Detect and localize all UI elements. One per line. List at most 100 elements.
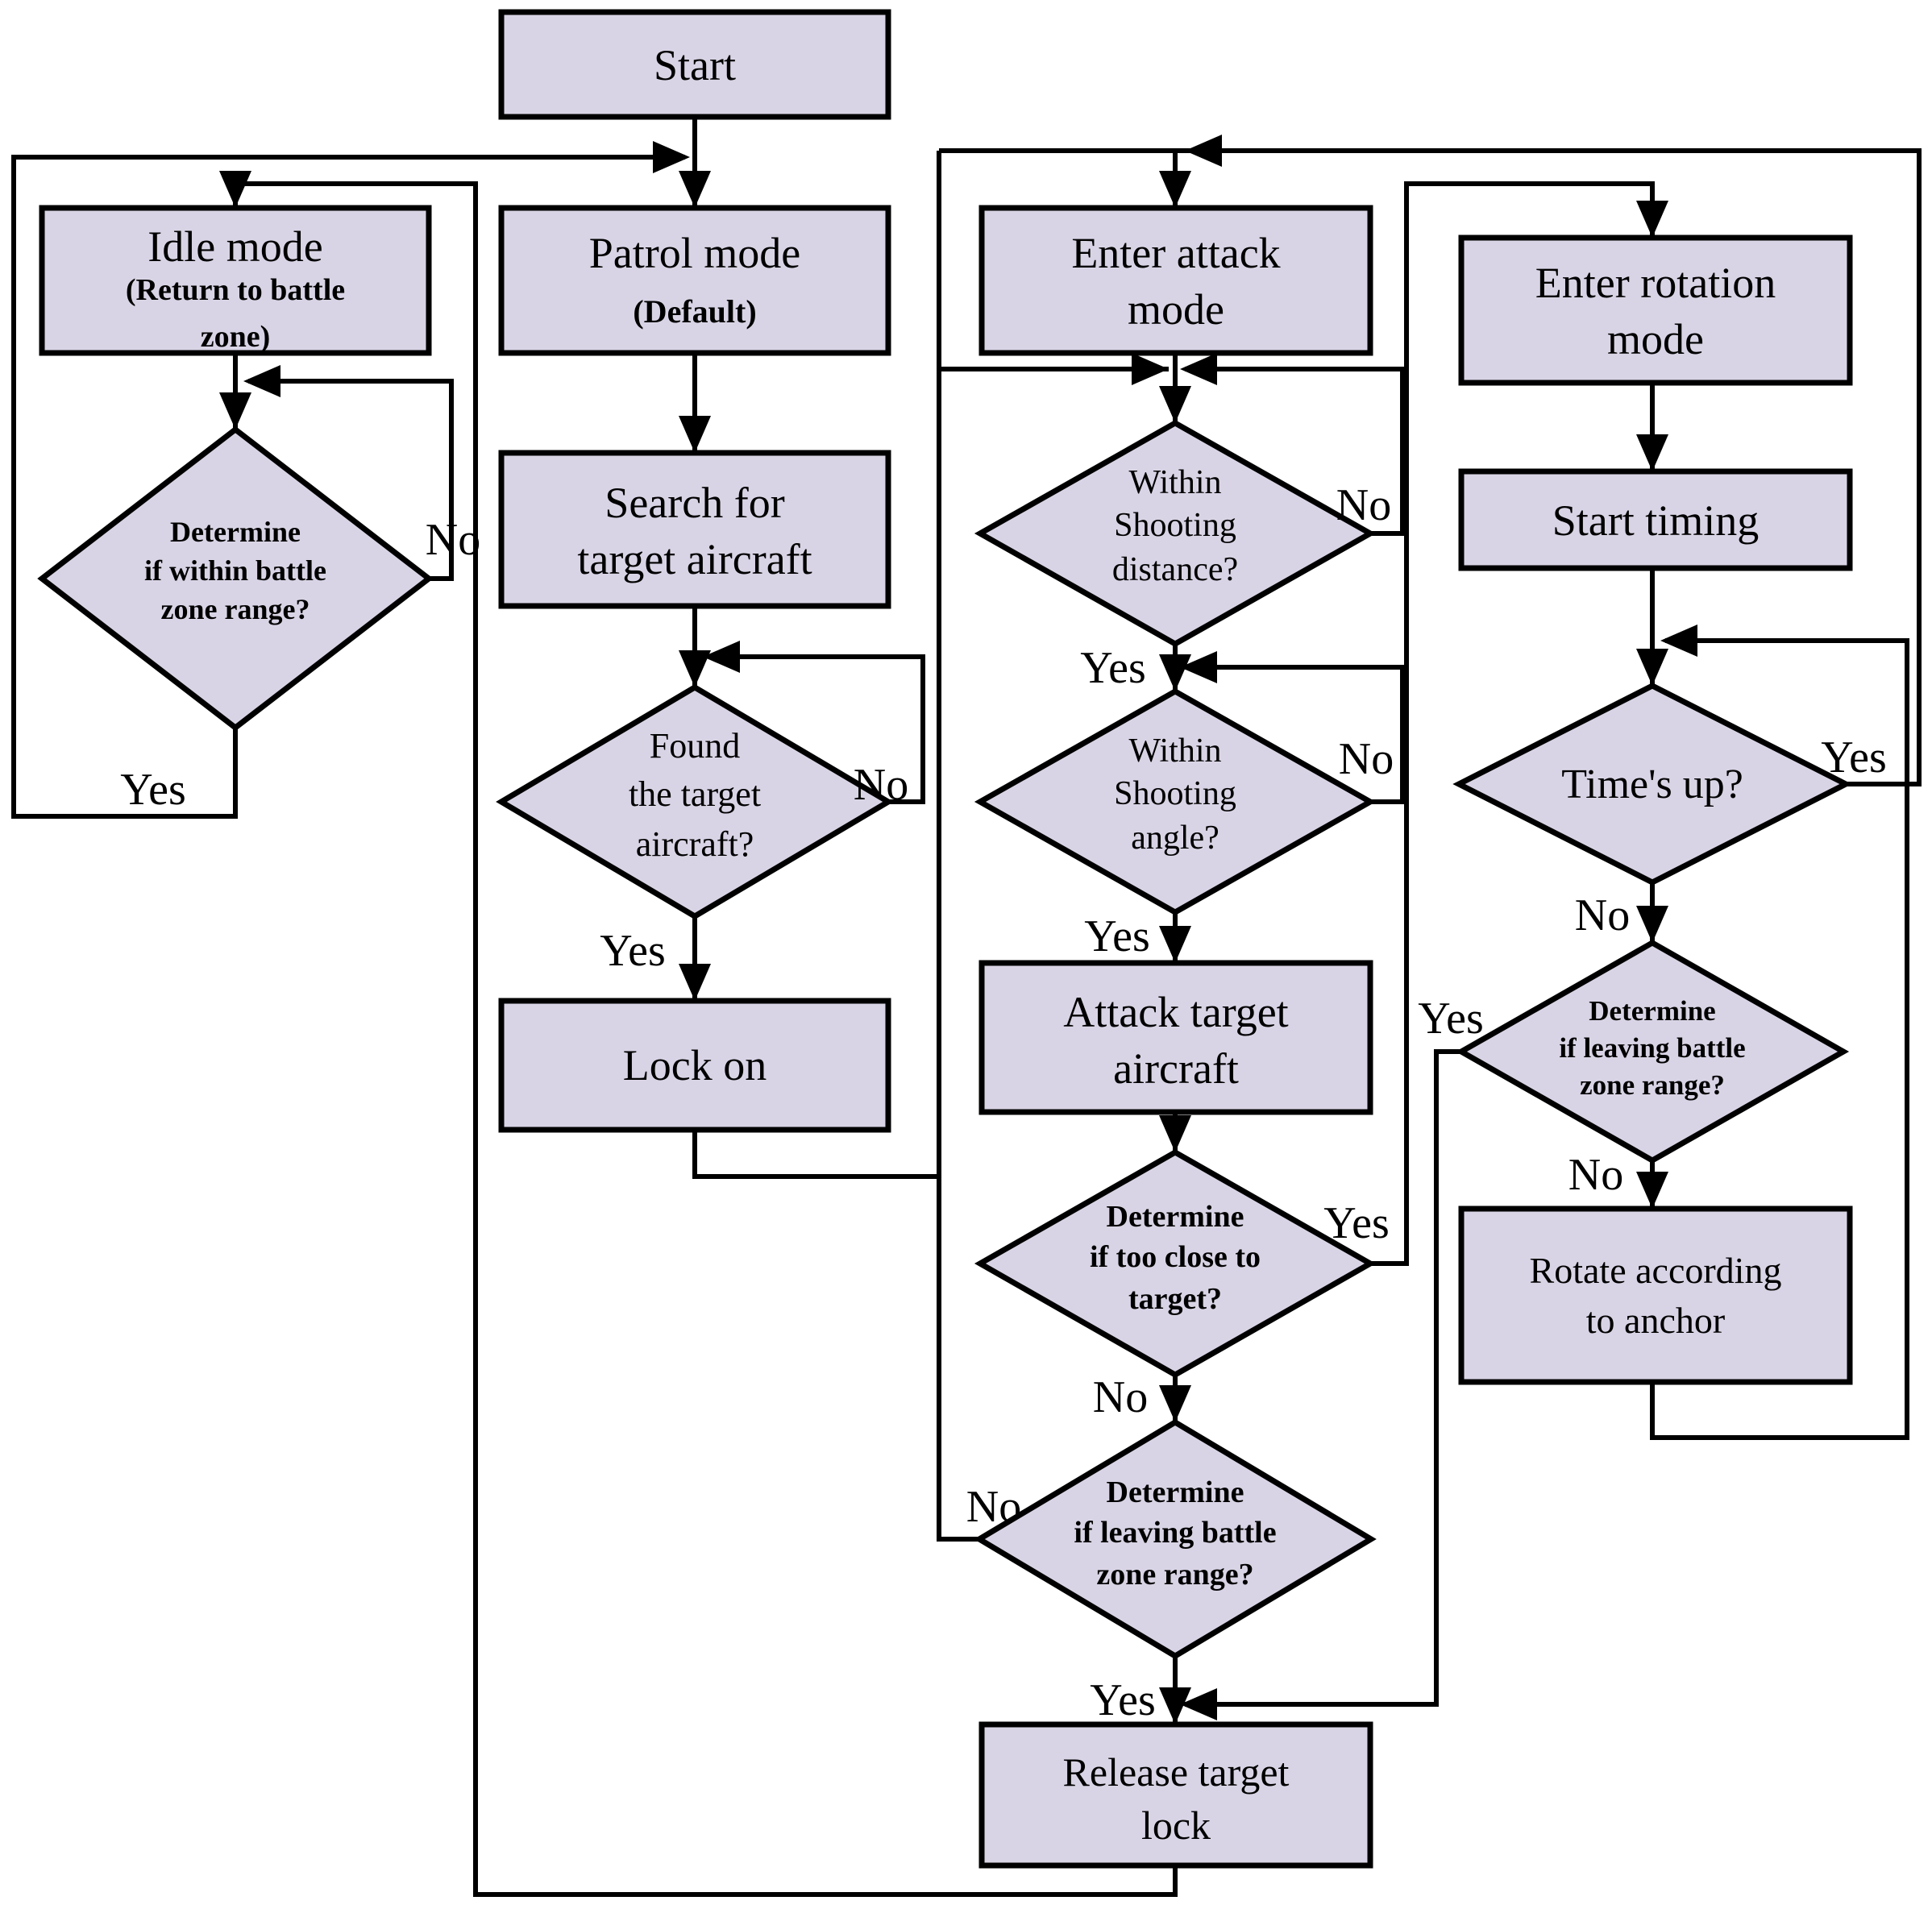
idle-mode-box [39,205,432,356]
branch-label-rotation-leaving-no: No [1568,1150,1623,1200]
attack-target-aircraft-box [978,960,1373,1115]
rotate-according-to-anchor-label-line-1: to anchor [1586,1300,1725,1341]
decision-leaving-battle-zone-rotation-label-line-1: if leaving battle [1559,1032,1745,1064]
branch-label-times-up-no: No [1575,890,1630,940]
branch-label-too-close-yes: Yes [1323,1198,1389,1248]
node-start: Start [498,9,891,120]
arrowhead-left-8 [1185,135,1222,167]
edge-rotate-anchor-loop [1650,638,1909,1440]
arrowhead-down-18 [1636,201,1668,238]
enter-attack-mode-label-line-1: mode [1128,285,1224,334]
decision-leaving-battle-zone-rotation-diamond [1455,939,1850,1164]
arrowhead-left-16 [243,365,280,397]
decision-too-close-label-line-2: target? [1128,1282,1222,1316]
decision-shooting-angle-diamond [974,687,1377,916]
decision-found-target-diamond [496,683,894,920]
branch-label-within-zone-no: No [426,515,480,565]
lock-on-box [498,998,891,1133]
start-box [498,9,891,120]
decision-leaving-battle-zone-attack-label-line-0: Determine [1107,1475,1244,1509]
decision-leaving-battle-zone-rotation-label-line-2: zone range? [1580,1069,1725,1101]
edge-angle-no-loop [1185,665,1405,804]
edge-rotation-leaving-yes-to-release [1185,1049,1461,1707]
branch-label-distance-yes: Yes [1080,643,1145,693]
arrowhead-down-19 [1636,434,1668,471]
arrowhead-down-2 [679,416,711,453]
search-for-target-label-line-0: Search for [605,479,784,527]
patrol-mode-box [498,205,891,356]
arrowhead-down-11 [1159,654,1191,691]
decision-shooting-distance-label-line-2: distance? [1112,551,1238,588]
decision-too-close-label-line-0: Determine [1107,1200,1244,1234]
arrowhead-left-25 [1180,1688,1217,1720]
enter-rotation-mode-box [1458,234,1853,386]
edge-lock-on-to-attack-rail [692,1130,939,1179]
arrowhead-left-21 [1660,625,1697,657]
arrowhead-left-7 [1180,353,1217,385]
arrowhead-down-23 [1636,1172,1668,1209]
arrowhead-down-24 [1159,1687,1191,1724]
release-target-lock-box [978,1721,1373,1869]
branch-label-angle-yes: Yes [1084,911,1149,961]
start-label-line-0: Start [654,41,736,89]
patrol-mode-label-line-1: (Default) [633,293,756,330]
arrowhead-down-9 [1159,171,1191,208]
decision-times-up-label-line-0: Time's up? [1561,762,1743,807]
idle-mode-label-line-0: Idle mode [147,222,322,271]
decision-within-battle-zone-label-line-0: Determine [170,516,301,548]
arrowhead-down-14 [1159,1115,1191,1152]
enter-attack-mode-box [978,205,1373,356]
node-patrol-mode: Patrol mode (Default) [498,205,891,356]
decision-too-close-diamond [974,1148,1377,1379]
edge-within-zone-no-loop [248,379,454,581]
branch-label-within-zone-yes: Yes [120,765,185,815]
decision-within-battle-zone-label-line-1: if within battle [144,554,326,587]
decision-leaving-battle-zone-attack-label-line-2: zone range? [1096,1558,1253,1592]
decision-found-target-label-line-1: the target [629,774,761,814]
branch-label-distance-no: No [1336,480,1391,530]
arrowhead-down-17 [219,171,251,208]
arrowhead-down-10 [1159,386,1191,423]
arrowhead-down-0 [679,171,711,208]
search-for-target-box [498,450,891,609]
decision-found-target-label-line-2: aircraft? [636,824,754,864]
attack-target-aircraft-label-line-0: Attack target [1063,988,1288,1036]
branch-label-found-yes: Yes [600,926,665,976]
node-start-timing: Start timing [1458,468,1853,571]
arrowhead-down-22 [1636,906,1668,943]
arrowhead-down-5 [679,964,711,1001]
decision-within-battle-zone-diamond [37,425,434,732]
decision-within-battle-zone-label-line-2: zone range? [161,593,310,625]
edge-attack-left-rail [937,151,979,1542]
arrowhead-right-6 [1132,353,1169,385]
branch-label-found-no: No [854,760,908,810]
arrowhead-down-3 [679,650,711,687]
decision-leaving-battle-zone-attack-label-line-1: if leaving battle [1074,1516,1276,1550]
branch-label-rotation-leaving-yes: Yes [1418,994,1483,1044]
branch-label-leaving-zone-yes: Yes [1090,1675,1155,1725]
enter-rotation-mode-label-line-0: Enter rotation [1535,259,1776,307]
lock-on-label-line-0: Lock on [623,1041,767,1089]
enter-attack-mode-label-line-0: Enter attack [1071,229,1280,277]
arrowhead-down-20 [1636,649,1668,686]
decision-shooting-angle-label-line-1: Shooting [1114,775,1236,812]
branch-label-leaving-zone-no: No [966,1482,1021,1532]
arrowhead-left-4 [703,641,740,673]
decision-times-up-diamond [1452,683,1852,886]
start-timing-label-line-0: Start timing [1552,496,1760,545]
edges-layer [11,117,1922,1897]
node-lock-on: Lock on [498,998,891,1133]
patrol-mode-label-line-0: Patrol mode [589,229,800,277]
decision-found-target-label-line-0: Found [650,726,740,766]
edge-times-up-yes-to-attack [939,148,1922,786]
decision-found-target: Found the target aircraft? [496,683,894,920]
edge-distance-no-loop [1185,367,1405,536]
arrowhead-down-13 [1159,926,1191,963]
